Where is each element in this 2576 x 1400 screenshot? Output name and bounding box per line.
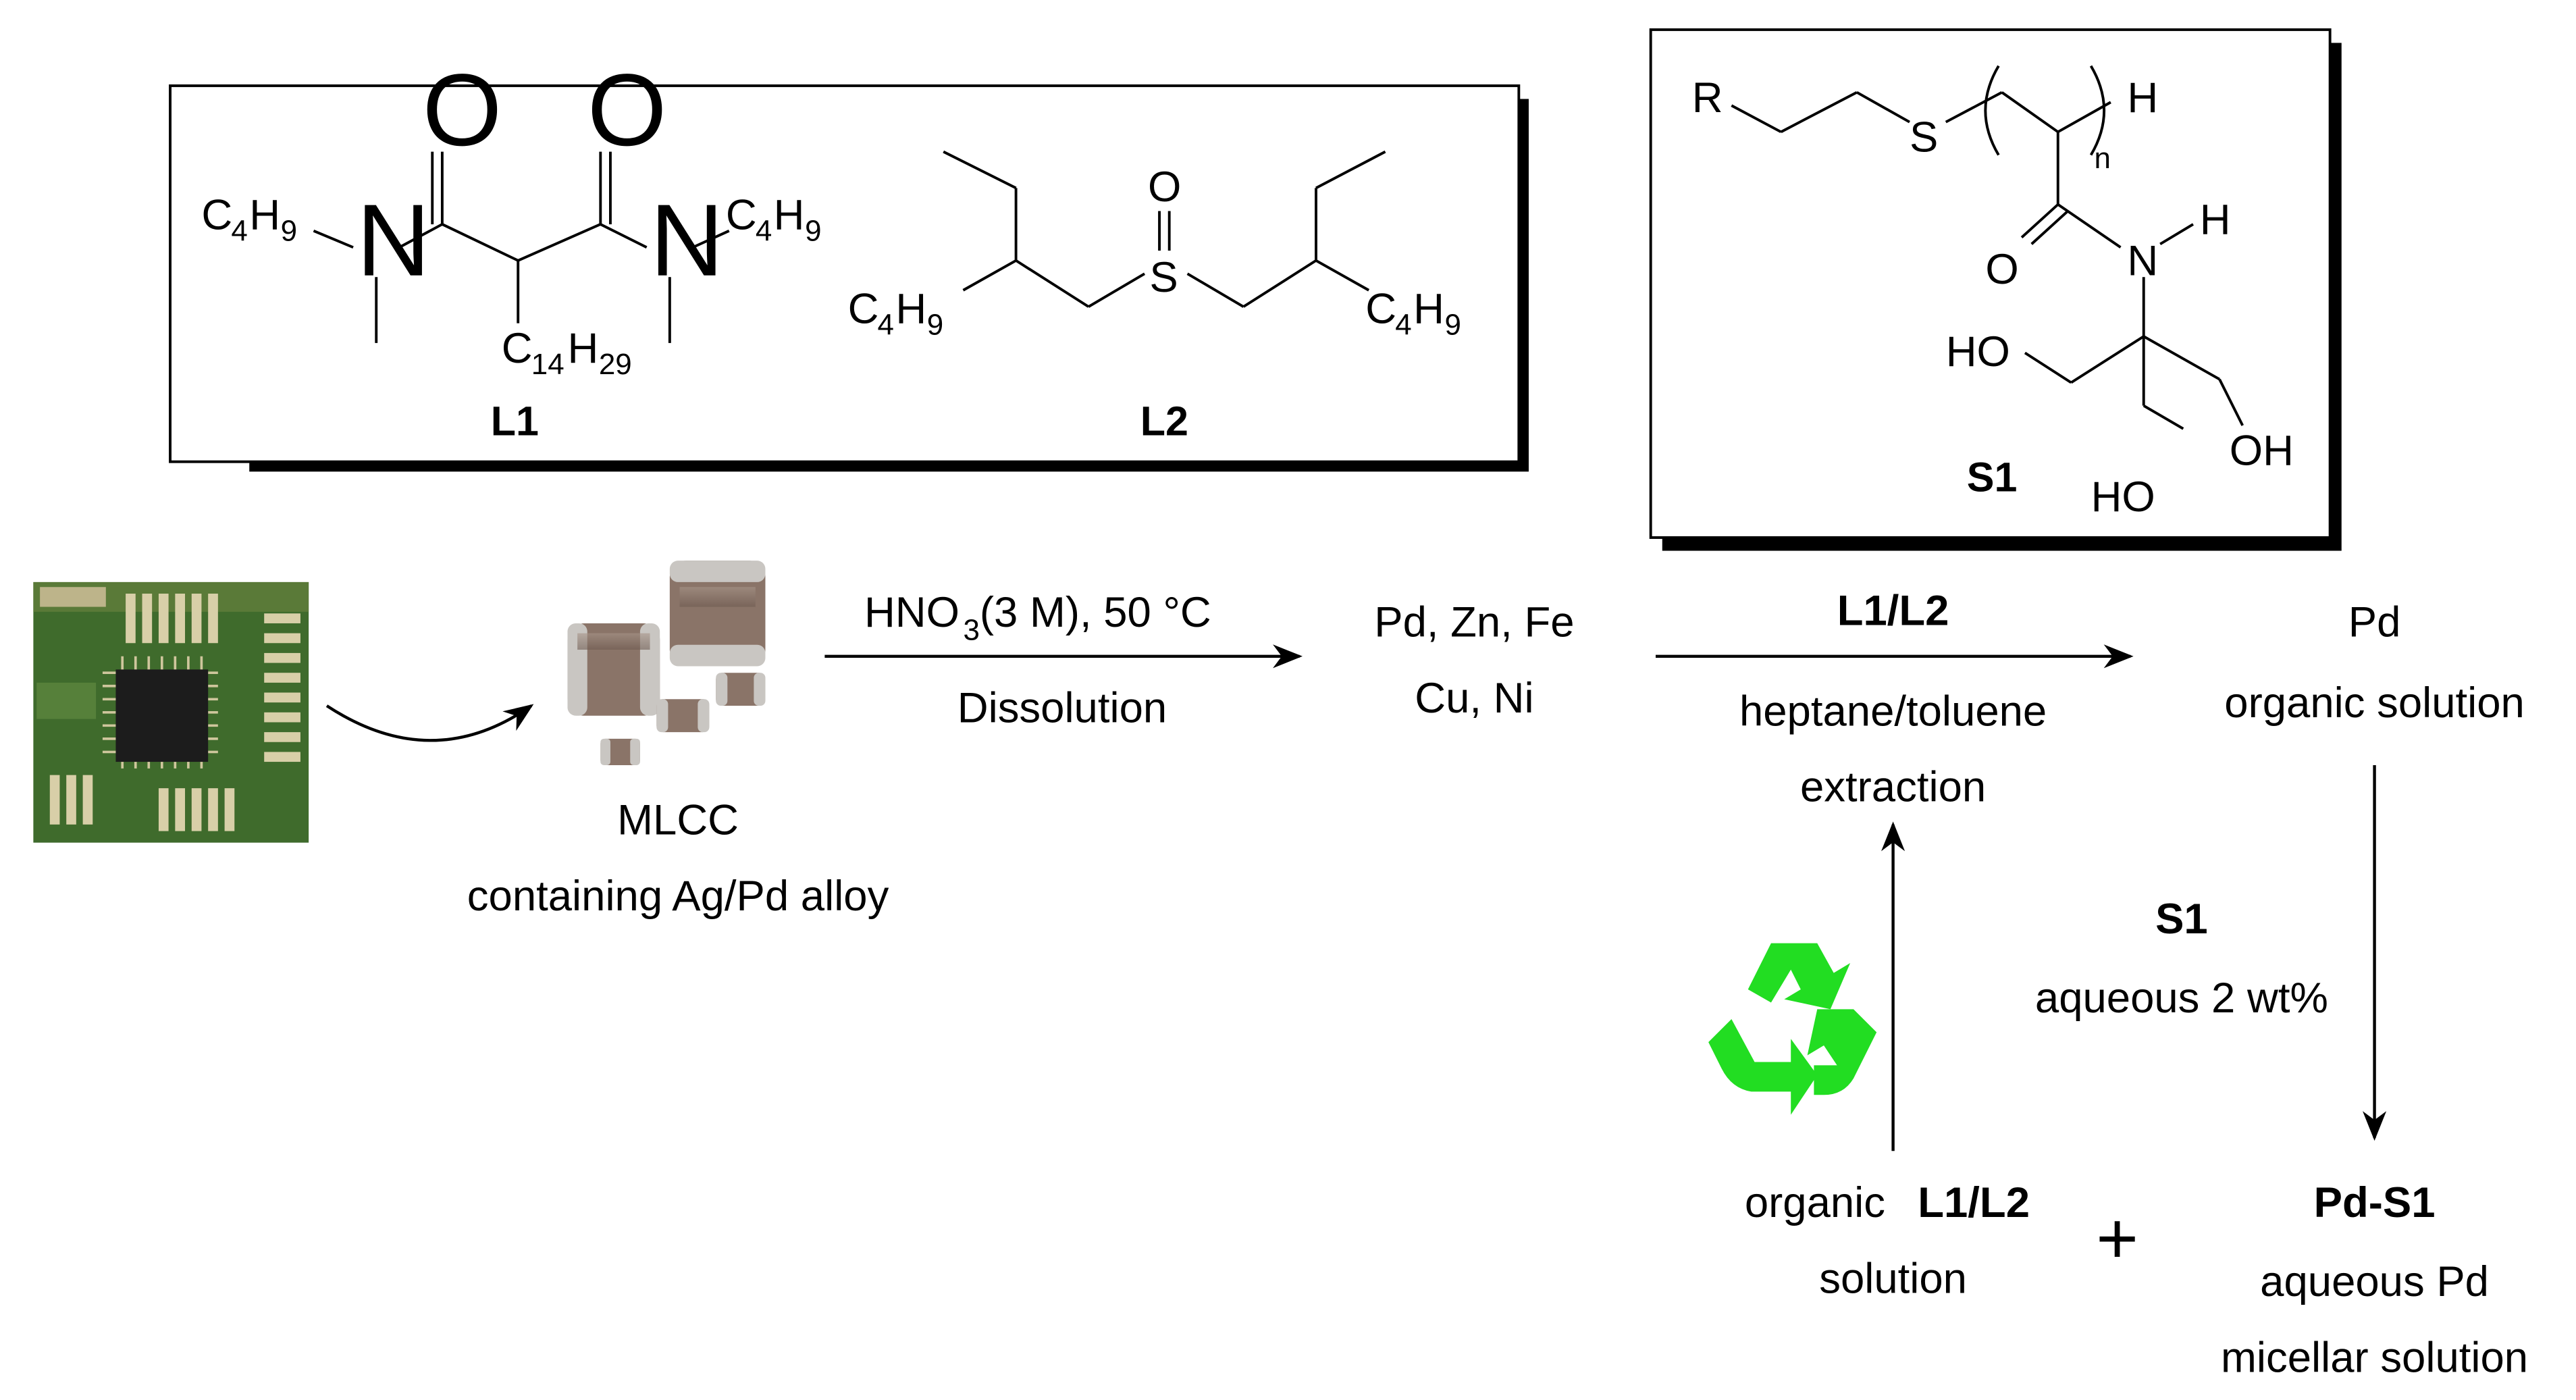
svg-text:9: 9	[927, 309, 943, 342]
organic-recycle-line2: solution	[1819, 1255, 1967, 1302]
l1-nitrogen-left: N	[357, 184, 430, 298]
circuit-board-photo	[33, 581, 309, 843]
l1-butyl-left: C 4 H 9	[201, 191, 297, 247]
l1-butyl-right: C 4 H 9	[726, 191, 822, 247]
l1-label: L1	[491, 398, 539, 444]
s1-oxygen: O	[1985, 246, 2018, 293]
capacitor-large-right	[669, 561, 766, 667]
l1-nitrogen-right: N	[650, 184, 724, 298]
svg-text:29: 29	[599, 348, 632, 381]
svg-text:3: 3	[963, 613, 979, 646]
s1-structure	[1731, 65, 2244, 430]
extraction-solvent: heptane/toluene	[1739, 688, 2047, 735]
dissolution-conditions: HNO 3 (3 M), 50 °C	[864, 589, 1211, 647]
l1-structure	[313, 151, 730, 343]
chip-body	[115, 669, 209, 762]
svg-text:(3 M), 50 °C: (3 M), 50 °C	[980, 589, 1211, 636]
s1-reagent-label: S1	[2155, 896, 2208, 943]
svg-text:H: H	[774, 191, 805, 238]
l1-oxygen-right: O	[587, 53, 667, 167]
l2-oxygen: O	[1148, 163, 1181, 211]
capacitor-small-3	[600, 738, 640, 765]
metals-line2: Cu, Ni	[1415, 675, 1533, 722]
s1-box-frame	[1649, 28, 2332, 539]
svg-text:C: C	[201, 191, 232, 238]
svg-text:C: C	[726, 191, 757, 238]
curved-arrow	[325, 704, 534, 742]
svg-text:H: H	[1413, 286, 1444, 333]
capacitor-small-2	[656, 699, 710, 733]
capacitor-photo	[567, 561, 766, 765]
svg-text:4: 4	[878, 309, 894, 342]
extraction-label: extraction	[1800, 764, 1986, 811]
organic-recycle-line1: organic L1/L2	[1745, 1179, 2030, 1226]
svg-text:H: H	[895, 286, 926, 333]
pd-organic-line1: Pd	[2348, 598, 2401, 646]
s1-nitrogen: N	[2127, 238, 2158, 285]
svg-text:4: 4	[756, 214, 772, 247]
s1-hydroxyl-right: OH	[2230, 427, 2294, 475]
svg-text:14: 14	[531, 348, 564, 381]
plus-sign: +	[2096, 1197, 2138, 1278]
l2-butyl-left: C 4 H 9	[848, 286, 944, 342]
s1-r-group: R	[1692, 74, 1723, 122]
svg-text:C: C	[848, 286, 879, 333]
svg-text:HNO: HNO	[864, 589, 960, 636]
l2-sulfur: S	[1149, 254, 1178, 301]
svg-text:C: C	[1365, 286, 1396, 333]
s1-hydroxyl-bottom: HO	[2091, 473, 2155, 521]
l1-tetradecyl: C 14 H 29	[502, 325, 632, 381]
l2-structure	[943, 150, 1386, 308]
svg-text:H: H	[249, 191, 280, 238]
svg-text:9: 9	[281, 214, 297, 247]
capacitor-small-1	[716, 673, 766, 706]
svg-text:9: 9	[1444, 309, 1461, 342]
svg-text:4: 4	[1395, 309, 1411, 342]
extraction-reagent: L1/L2	[1837, 587, 1949, 634]
s1-hydroxyl-left: HO	[1946, 328, 2010, 375]
svg-text:organic: organic	[1745, 1179, 1885, 1226]
mlcc-label: MLCC	[617, 796, 739, 844]
pd-s1-line3: micellar solution	[2221, 1334, 2528, 1381]
s1-reagent-detail: aqueous 2 wt%	[2035, 975, 2328, 1022]
ligands-box: O O N N C 4 H 9 C 4 H 9 C 14 H 29 L1	[169, 53, 1529, 472]
s1-sulfur: S	[1910, 114, 1938, 161]
svg-text:L1/L2: L1/L2	[1918, 1179, 2030, 1226]
svg-text:H: H	[567, 325, 598, 372]
pd-s1-line2: aqueous Pd	[2260, 1258, 2489, 1305]
capacitor-large-left	[567, 623, 660, 716]
s1-box: R S H n O N H HO OH HO S1	[1649, 28, 2342, 551]
s1-h-end: H	[2127, 74, 2158, 122]
svg-text:9: 9	[805, 214, 821, 247]
pd-s1-label: Pd-S1	[2314, 1179, 2436, 1226]
mlcc-description: containing Ag/Pd alloy	[467, 873, 889, 920]
svg-text:4: 4	[231, 214, 247, 247]
l2-butyl-right: C 4 H 9	[1365, 286, 1461, 342]
metals-line1: Pd, Zn, Fe	[1374, 598, 1574, 646]
l1-oxygen-left: O	[423, 53, 502, 167]
svg-text:C: C	[502, 325, 533, 372]
l2-label: L2	[1140, 398, 1188, 444]
s1-label: S1	[1967, 455, 2018, 500]
pd-organic-line2: organic solution	[2224, 679, 2525, 727]
dissolution-label: Dissolution	[957, 684, 1167, 731]
recycle-icon	[1708, 943, 1877, 1115]
s1-nh-hydrogen: H	[2200, 197, 2231, 244]
s1-repeat-n: n	[2094, 142, 2110, 175]
